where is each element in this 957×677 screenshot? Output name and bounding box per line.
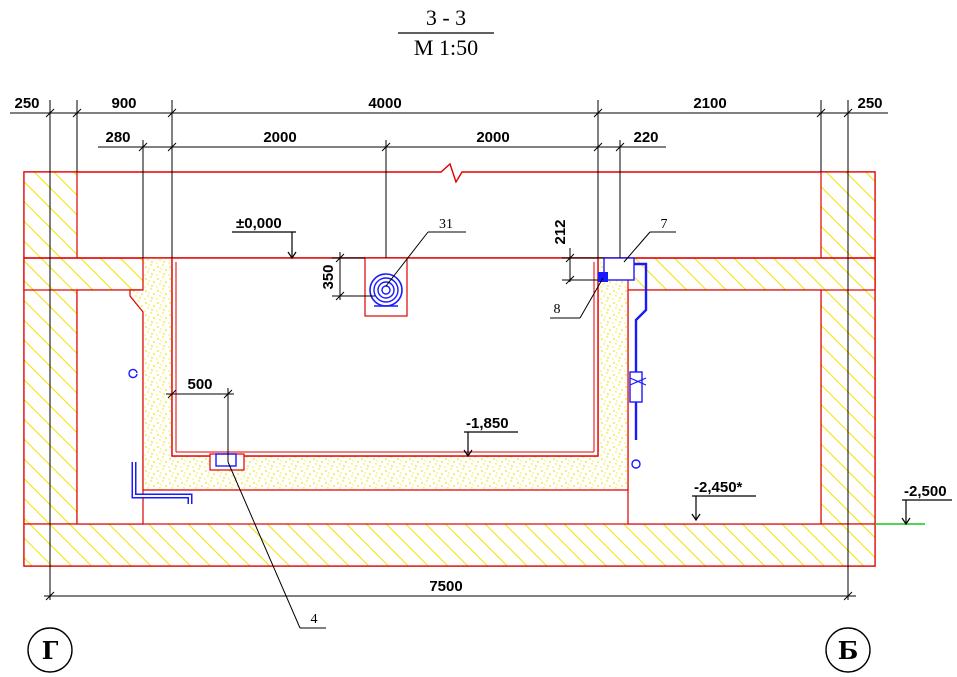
dim-900: 900 bbox=[111, 95, 136, 112]
dimension-350 bbox=[332, 252, 375, 301]
base-slab bbox=[23, 523, 876, 567]
level-floor-text: -2,450* bbox=[694, 479, 743, 496]
valve-cross-icon bbox=[629, 377, 647, 386]
dimension-500 bbox=[166, 388, 234, 462]
callout-31: 31 bbox=[385, 217, 466, 287]
drain-pipe-inner bbox=[133, 462, 191, 504]
callout-4: 4 bbox=[227, 461, 326, 629]
level-marker-icon bbox=[287, 251, 297, 260]
structure bbox=[23, 162, 876, 567]
pipe-bracket-left-icon bbox=[128, 368, 138, 379]
left-piping bbox=[128, 368, 193, 504]
callout-7-text: 7 bbox=[661, 217, 668, 232]
dimension-chain-second bbox=[98, 140, 666, 258]
dim-2100: 2100 bbox=[693, 95, 726, 112]
pump-icon bbox=[603, 257, 635, 281]
valve-icon bbox=[598, 272, 608, 282]
dim-350: 350 bbox=[320, 264, 337, 289]
riser-pipe bbox=[634, 262, 648, 440]
dim-2000-right: 2000 bbox=[476, 129, 509, 146]
level-marker-icon bbox=[463, 449, 473, 458]
drawing-title: 3 - 3 М 1:50 bbox=[398, 5, 494, 60]
level-ground: -2,500 bbox=[901, 483, 952, 526]
dim-7500: 7500 bbox=[429, 578, 462, 595]
section-label: 3 - 3 bbox=[426, 5, 466, 30]
callout-7: 7 bbox=[623, 217, 676, 263]
level-marker-icon bbox=[691, 513, 701, 522]
dimension-chain-top bbox=[10, 100, 888, 600]
level-zero: ±0,000 bbox=[232, 215, 297, 260]
sump bbox=[209, 453, 245, 471]
dim-280: 280 bbox=[105, 129, 130, 146]
dim-250-right: 250 bbox=[857, 95, 882, 112]
dim-220: 220 bbox=[633, 129, 658, 146]
dim-4000: 4000 bbox=[368, 95, 401, 112]
callout-8: 8 bbox=[550, 277, 604, 319]
level-pit-bottom-text: -1,850 bbox=[466, 415, 509, 432]
scale-label: М 1:50 bbox=[414, 35, 478, 60]
axis-left: Г bbox=[27, 627, 73, 673]
meter-icon bbox=[629, 371, 643, 403]
axis-left-label: Г bbox=[42, 636, 59, 665]
equipment-7-8 bbox=[598, 257, 648, 469]
level-zero-text: ±0,000 bbox=[236, 215, 282, 232]
dim-212: 212 bbox=[552, 219, 569, 244]
pipe-coil-icon bbox=[369, 273, 403, 307]
callout-8-text: 8 bbox=[554, 302, 561, 317]
level-pit-bottom: -1,850 bbox=[463, 415, 518, 458]
pipe-bracket-icon bbox=[631, 459, 641, 469]
dim-2000-left: 2000 bbox=[263, 129, 296, 146]
right-cavity bbox=[627, 289, 822, 525]
axis-right: Б bbox=[825, 627, 871, 673]
sump-drain bbox=[215, 453, 237, 467]
level-ground-text: -2,500 bbox=[904, 483, 947, 500]
dim-500: 500 bbox=[187, 376, 212, 393]
callout-4-text: 4 bbox=[311, 612, 318, 627]
axis-right-label: Б bbox=[838, 636, 859, 665]
dimension-7500 bbox=[44, 591, 856, 601]
callout-31-text: 31 bbox=[439, 217, 453, 232]
dimension-212 bbox=[562, 248, 604, 285]
level-marker-icon bbox=[901, 517, 911, 526]
dim-250-left: 250 bbox=[14, 95, 39, 112]
level-floor: -2,450* bbox=[691, 479, 756, 522]
